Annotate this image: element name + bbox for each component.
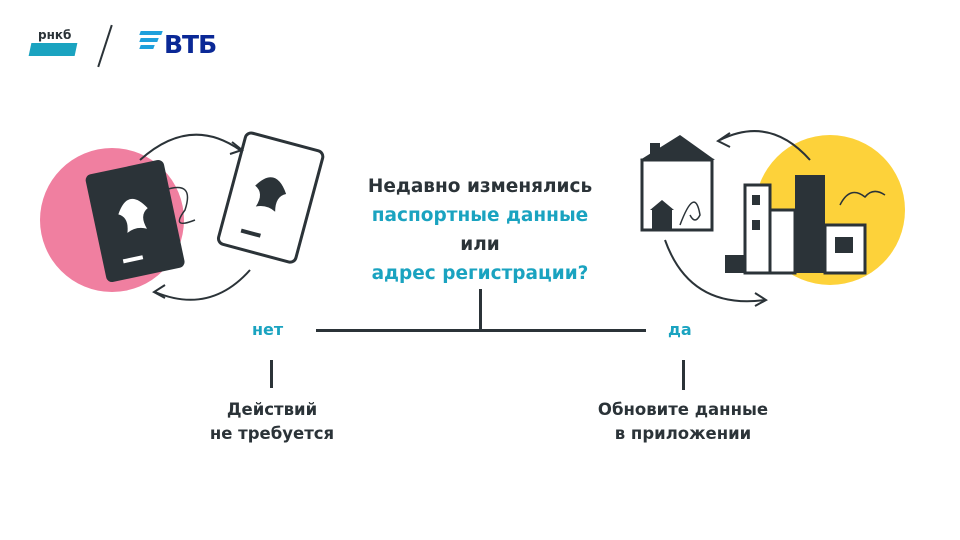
no-connector — [270, 360, 273, 388]
yes-result: Обновите данные в приложении — [570, 398, 796, 446]
no-result-line-2: не требуется — [209, 424, 335, 443]
new-passport-icon — [216, 131, 325, 264]
yes-result-line-2: в приложении — [614, 424, 752, 443]
vtb-logo-text: ВТБ — [164, 30, 217, 59]
vtb-logo: ВТБ — [138, 28, 228, 60]
yes-result-line-1: Обновите данные — [597, 400, 769, 419]
no-result: Действий не требуется — [180, 398, 364, 446]
arrow-top-icon — [719, 130, 811, 161]
question-line-2: паспортные данные — [371, 205, 589, 226]
address-change-illustration — [640, 130, 905, 307]
logo-divider — [97, 24, 113, 68]
arrow-top-icon — [139, 133, 241, 161]
house-icon — [640, 135, 715, 232]
buildings-icon — [725, 175, 867, 275]
no-result-line-1: Действий — [226, 400, 318, 419]
rnkb-logo-text: рнкб — [38, 28, 72, 42]
old-passport-icon — [85, 160, 185, 283]
question-line-3: или — [460, 234, 500, 255]
question-line-4: адрес регистрации? — [371, 263, 589, 284]
rnkb-logo: рнкб — [28, 28, 82, 60]
question-line-1: Недавно изменялись — [367, 176, 593, 197]
stem-line — [479, 289, 482, 331]
arrow-bottom-icon — [154, 269, 251, 301]
no-label: нет — [252, 320, 284, 339]
branch-line — [316, 329, 646, 332]
yes-connector — [682, 360, 685, 390]
rnkb-logo-bar — [28, 43, 78, 56]
question-text: Недавно изменялись паспортные данные или… — [330, 172, 630, 288]
passport-change-illustration — [40, 131, 325, 301]
arrow-bottom-icon — [664, 239, 766, 303]
yes-label: да — [668, 320, 692, 339]
